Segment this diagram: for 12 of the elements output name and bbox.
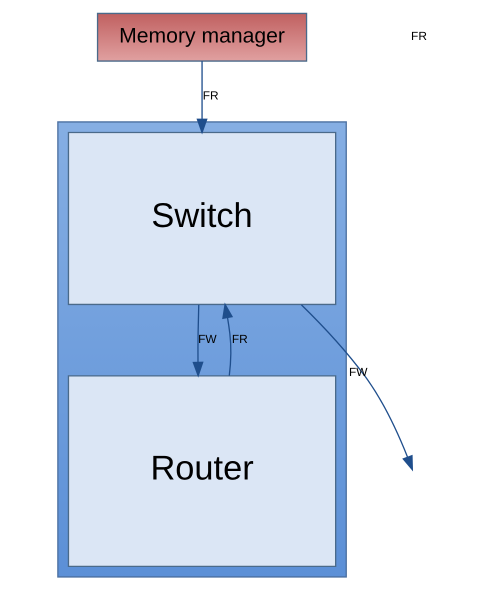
node-box: Memory manager: [96, 12, 307, 62]
node-box: Switch: [67, 132, 336, 306]
cluster: [56, 121, 346, 578]
arrow: [300, 304, 413, 472]
arrow: [192, 304, 204, 378]
label: FR: [410, 29, 426, 44]
arrow: [196, 61, 208, 134]
node-box: Router: [67, 375, 336, 568]
edge-label: FR: [202, 88, 218, 103]
edge-label: FW: [198, 332, 216, 346]
arrow: [222, 302, 233, 376]
edge-label: FR: [231, 332, 248, 346]
